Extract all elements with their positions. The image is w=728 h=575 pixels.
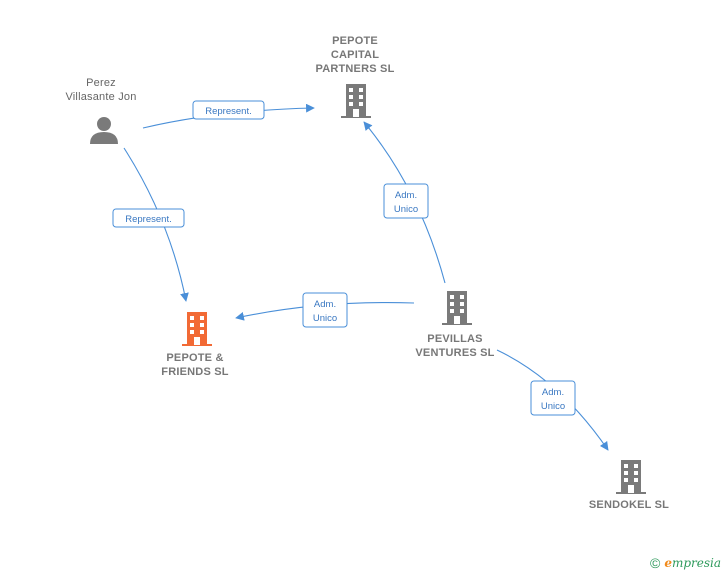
edge-label-represent-friends[interactable]: Represent. xyxy=(112,208,185,228)
node-label-person[interactable]: Perez Villasante Jon xyxy=(65,77,137,103)
node-label-pepote-friends[interactable]: PEPOTE & FRIENDS SL xyxy=(161,352,229,378)
node-label-sendokel[interactable]: SENDOKEL SL xyxy=(588,499,670,511)
building-icon[interactable] xyxy=(442,291,472,325)
building-icon[interactable] xyxy=(341,84,371,118)
edge-label-text: Unico xyxy=(313,313,337,324)
edge-label-adm-capital[interactable]: Adm. Unico xyxy=(383,183,429,219)
edge-label-adm-friends[interactable]: Adm. Unico xyxy=(302,292,348,328)
person-icon[interactable] xyxy=(90,117,118,144)
edge-label-text: Represent. xyxy=(205,106,251,117)
edge-label-text: Adm. xyxy=(314,299,336,310)
edge-label-adm-sendokel[interactable]: Adm. Unico xyxy=(530,380,576,416)
node-label-pepote-capital[interactable]: PEPOTE CAPITAL PARTNERS SL xyxy=(315,35,395,75)
building-icon[interactable] xyxy=(616,460,646,494)
copyright-brand: © empresia xyxy=(650,555,721,571)
edge-label-text: Adm. xyxy=(542,387,564,398)
node-label-pevillas[interactable]: PEVILLAS VENTURES SL xyxy=(415,333,495,359)
edge-label-text: Unico xyxy=(541,401,565,412)
edge-label-represent-capital[interactable]: Represent. xyxy=(192,100,265,120)
brand-logo: empresia xyxy=(664,556,722,570)
building-icon-focus[interactable] xyxy=(182,312,212,346)
copyright-icon: © xyxy=(650,555,661,571)
edge-label-text: Represent. xyxy=(125,214,171,225)
edge-label-text: Unico xyxy=(394,204,418,215)
edge-label-text: Adm. xyxy=(395,190,417,201)
